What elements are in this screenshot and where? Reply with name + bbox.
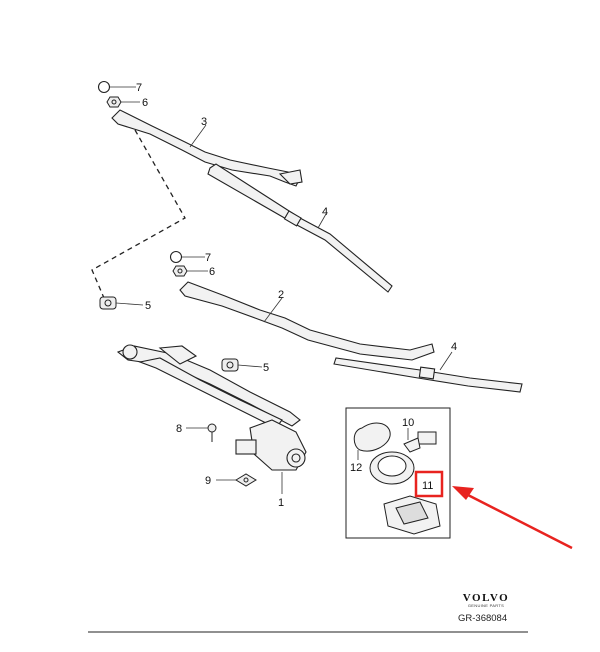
nut-6-lower [172, 265, 188, 277]
callout-11: 11 [422, 480, 433, 492]
callout-10: 10 [402, 417, 414, 429]
wiper-blade-lower [333, 357, 523, 393]
callout-6-upper: 6 [142, 97, 148, 109]
callout-4-lower: 4 [451, 341, 457, 353]
callout-12: 12 [350, 462, 362, 474]
callout-9: 9 [205, 475, 211, 487]
inset-frame [345, 407, 451, 539]
wiper-arm-upper [111, 109, 303, 187]
highlight-box [414, 470, 444, 498]
callout-5-right: 5 [263, 362, 269, 374]
seal-5-left [99, 296, 117, 310]
leader-lines [110, 86, 453, 494]
seal-ring-7-upper [97, 80, 111, 94]
volvo-brand-logo: VOLVO GENUINE PARTS [456, 592, 516, 608]
brand-subtitle: GENUINE PARTS [467, 603, 505, 608]
seal-ring-7-lower [169, 250, 183, 264]
reference-number: GR-368084 [458, 613, 508, 624]
brand-logo-text: VOLVO [462, 592, 510, 604]
cover-12 [353, 422, 391, 452]
highlight-arrow [452, 486, 573, 550]
plug-connector [383, 495, 441, 535]
callout-2: 2 [278, 289, 284, 301]
callout-3: 3 [201, 116, 207, 128]
wiper-arm-lower [179, 281, 435, 361]
grommet-9 [235, 473, 257, 487]
screw-8 [207, 423, 217, 442]
callout-5-left: 5 [145, 300, 151, 312]
connection-dashed-line [91, 129, 186, 299]
wiper-blade-upper [207, 163, 393, 293]
seal-5-right [221, 358, 239, 372]
bracket-10 [369, 431, 437, 485]
callout-7-upper: 7 [136, 82, 142, 94]
callout-4-upper: 4 [322, 206, 328, 218]
callout-6-lower: 6 [209, 266, 215, 278]
nut-6-upper [106, 96, 122, 108]
callout-1: 1 [278, 497, 284, 509]
callout-7-lower: 7 [205, 252, 211, 264]
wiper-linkage-motor-assembly [116, 344, 307, 471]
callout-8: 8 [176, 423, 182, 435]
